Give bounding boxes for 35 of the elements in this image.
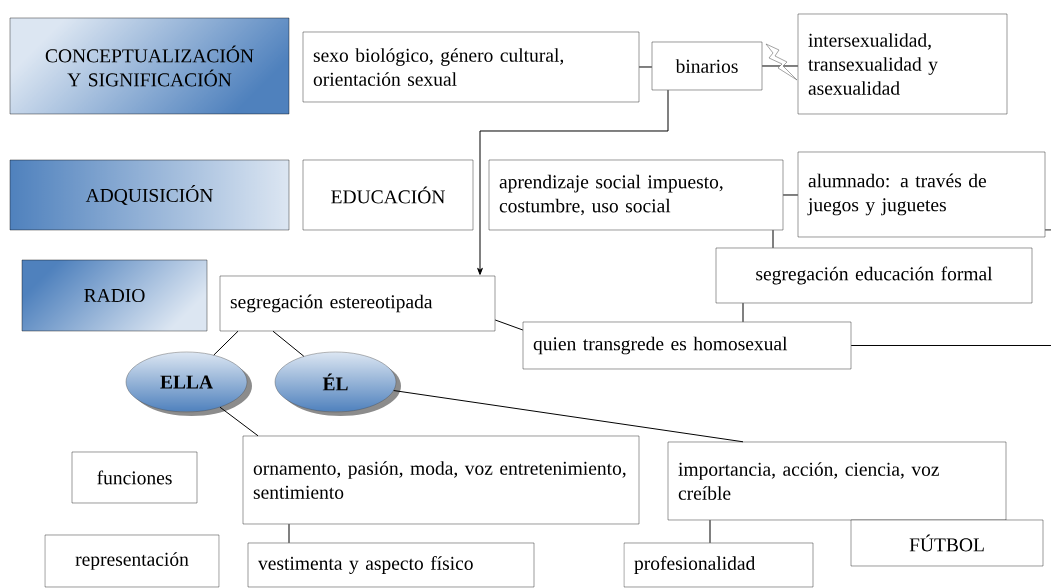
connector-line — [288, 523, 290, 544]
heading-box: ADQUISICIÓN — [9, 159, 290, 231]
connector-line — [219, 406, 259, 437]
connector-line — [772, 229, 774, 249]
text-box: binarios — [651, 41, 763, 91]
ellipse-node: ELLA — [125, 351, 252, 416]
text-box: alumnado: a través de juegos y juguetes — [797, 151, 1046, 238]
connector-line — [782, 194, 799, 196]
text-box: segregación educación formal — [715, 247, 1033, 304]
connector-line — [1044, 229, 1051, 231]
text-box: representación — [44, 534, 220, 588]
text-box: sexo biológico, género cultural, orientación sexual — [302, 31, 640, 103]
text-box: EDUCACIÓN — [302, 159, 474, 231]
heading-box: CONCEPTUALIZACIÓN Y SIGNIFICACIÓN — [9, 17, 290, 115]
connector-line — [742, 302, 744, 323]
text-box: vestimenta y aspecto físico — [247, 542, 535, 588]
lightning-connector — [761, 43, 799, 81]
text-box: segregación estereotipada — [219, 275, 496, 332]
connector-line — [272, 330, 305, 357]
connector-line — [393, 390, 744, 443]
heading-box: RADIO — [21, 259, 208, 332]
text-box: aprendizaje social impuesto, costumbre, uso social — [488, 159, 784, 231]
connector-line — [494, 319, 524, 331]
text-box: quien transgrede es homosexual — [522, 321, 852, 370]
connector-line — [213, 330, 239, 356]
connector-line — [850, 345, 1051, 346]
ellipse-node: ÉL — [274, 351, 401, 416]
text-box: profesionalidad — [623, 542, 814, 588]
connector-line — [709, 519, 711, 544]
text-box: FÚTBOL — [850, 519, 1044, 567]
connector-line — [477, 89, 669, 275]
text-box: ornamento, pasión, moda, voz entretenimiento, sentimiento — [242, 435, 640, 525]
text-box: funciones — [71, 451, 198, 504]
connector-line — [638, 66, 653, 68]
text-box: intersexualidad, transexualidad y asexualidad — [797, 13, 1008, 115]
